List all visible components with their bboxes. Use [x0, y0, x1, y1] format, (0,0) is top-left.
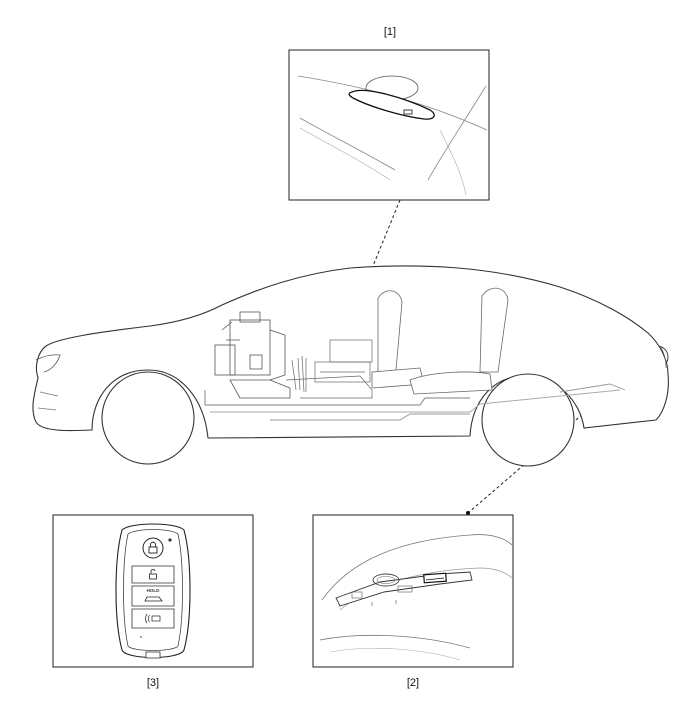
hold-label: HOLD — [147, 588, 160, 593]
brand-emblem — [372, 573, 400, 587]
trunk-open-switch — [423, 572, 447, 584]
detail-box-smart-key: HOLD — [52, 514, 254, 668]
trunk-button — [131, 585, 175, 607]
engine-assembly — [214, 311, 291, 399]
rear-wheel — [481, 373, 575, 467]
door-handle — [348, 89, 435, 120]
callout-label-3: [3] — [147, 677, 159, 689]
trunk-icon — [144, 596, 163, 602]
car-body-outline — [32, 265, 669, 439]
wiring-harness — [285, 339, 373, 399]
vehicle-wiring — [204, 390, 470, 406]
rear-seat — [409, 287, 509, 395]
vehicle-side-view — [32, 265, 669, 467]
panic-button — [131, 608, 175, 629]
door-handle-button — [403, 109, 413, 115]
callout-label-1: [1] — [384, 26, 396, 38]
front-wheel — [101, 371, 195, 465]
lock-button — [142, 537, 164, 559]
detail-box-door-handle — [288, 49, 490, 201]
lock-icon — [148, 541, 158, 554]
unlock-icon — [149, 569, 157, 580]
detail-box-trunk — [312, 514, 514, 668]
panic-icon — [145, 613, 161, 624]
unlock-button — [131, 565, 175, 584]
callout-label-2: [2] — [407, 677, 419, 689]
